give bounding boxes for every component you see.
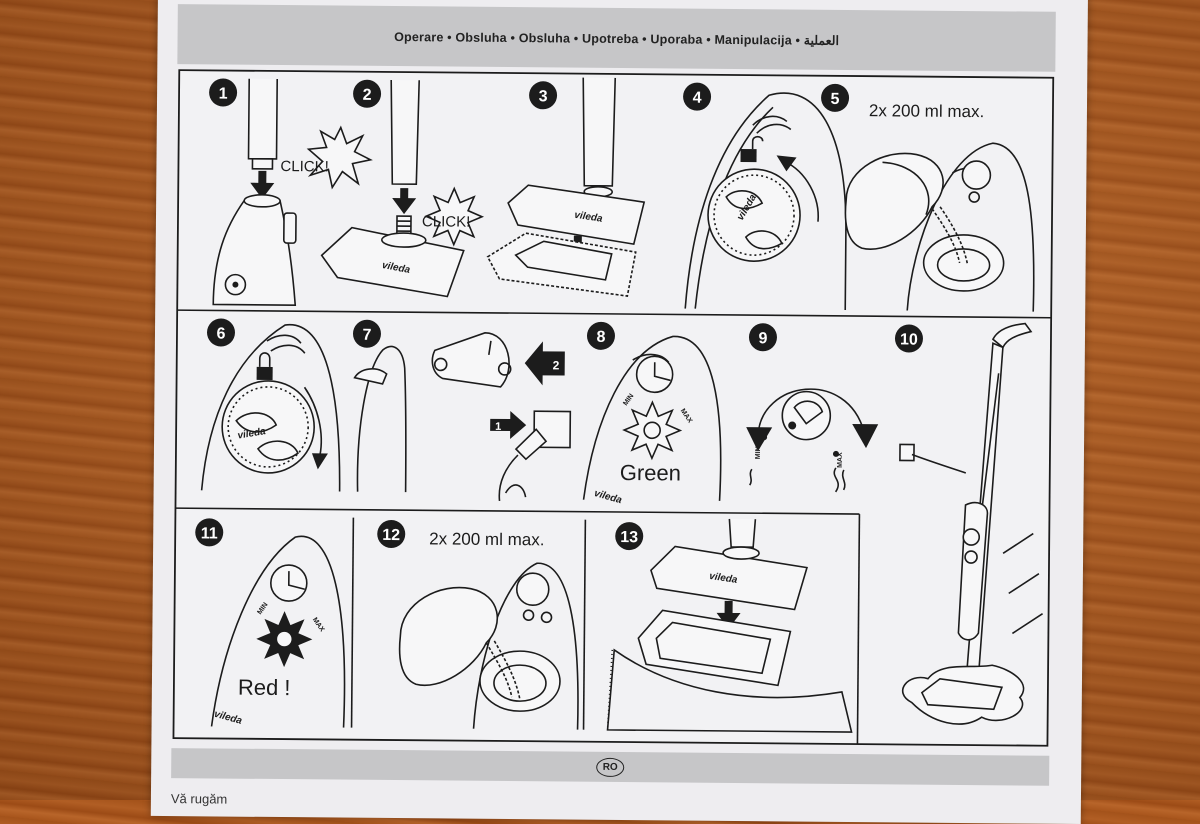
plate-joint <box>382 233 426 247</box>
handle-tube <box>249 79 278 159</box>
step-number: 1 <box>219 85 228 102</box>
wall-socket <box>900 444 914 460</box>
arrow-number-label: 2 <box>553 358 560 372</box>
step-number: 3 <box>539 88 548 105</box>
step-number: 10 <box>900 331 918 348</box>
indicator-light <box>276 631 292 647</box>
step-number: 8 <box>596 329 605 346</box>
low-steam-icon <box>750 469 752 485</box>
handle-tube <box>582 78 615 186</box>
tank-opening <box>923 235 1003 292</box>
step-number: 13 <box>620 529 638 546</box>
tank-opening <box>480 651 561 712</box>
instruction-sheet: Operare • Obsluha • Obsluha • Upotreba •… <box>151 0 1088 824</box>
max-label: MAX <box>837 452 844 468</box>
unit-clip <box>284 213 296 243</box>
dial-knob <box>963 529 979 545</box>
step-label: CLICK! <box>280 158 329 175</box>
step-number: 6 <box>216 325 225 342</box>
footer-text-start: Vă rugăm <box>171 791 228 806</box>
handle-connector <box>252 159 272 169</box>
handle-tube <box>390 80 419 184</box>
unit-socket <box>244 195 280 207</box>
step-number: 11 <box>201 525 218 542</box>
fill-limit-label: 2x 200 ml max. <box>869 101 984 121</box>
indicator-light <box>644 422 660 438</box>
handle-tube <box>729 519 755 547</box>
step-number: 4 <box>693 90 702 107</box>
unlock-icon <box>741 149 757 162</box>
steps-illustration: .ln { stroke:#1c1c1c; stroke-width:1.6; … <box>151 0 1088 824</box>
knob-center-icon <box>232 282 238 288</box>
fill-limit-label: 2x 200 ml max. <box>429 529 544 549</box>
dial-knob <box>517 573 549 605</box>
step-number: 9 <box>758 330 767 347</box>
language-badge: RO <box>596 757 624 776</box>
water-tank-cap <box>708 169 801 262</box>
step-number: 2 <box>363 87 372 104</box>
step-number: 5 <box>831 91 840 108</box>
indicator-status-red: Red ! <box>238 675 291 700</box>
indicator-status-green: Green <box>620 460 681 486</box>
step-number: 12 <box>382 527 400 544</box>
step-label: CLICK! <box>422 213 471 230</box>
dial-knob <box>962 161 990 189</box>
arrow-number-label: 1 <box>495 421 501 433</box>
min-label: MIN <box>755 446 762 459</box>
step-number: 7 <box>362 327 371 344</box>
lock-icon <box>257 367 273 380</box>
